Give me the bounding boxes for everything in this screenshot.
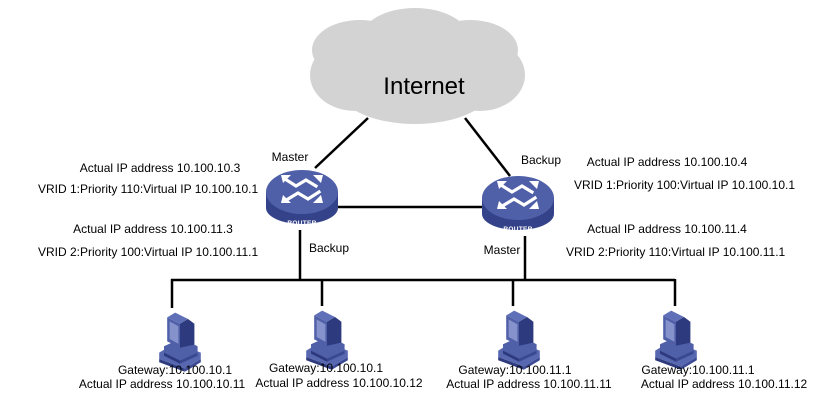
internet-cloud: Internet — [310, 8, 525, 124]
router-b-vrid1-info: VRID 1:Priority 100:Virtual IP 10.100.10… — [574, 178, 795, 192]
host-4[interactable]: Gateway:10.100.11.1 Actual IP address 10… — [641, 310, 808, 391]
host-3[interactable]: Gateway:10.100.11.1 Actual IP address 10… — [446, 310, 612, 391]
host-4-actual-ip: Actual IP address 10.100.11.12 — [641, 377, 808, 391]
router-a-lower-role: Backup — [309, 241, 349, 255]
internet-label: Internet — [383, 73, 465, 100]
router-b-upper-role: Backup — [521, 153, 561, 167]
host-1[interactable]: Gateway:10.100.10.1 Actual IP address 10… — [79, 312, 246, 391]
router-b[interactable]: ROUTER — [480, 174, 556, 233]
host-2-actual-ip: Actual IP address 10.100.10.12 — [255, 376, 423, 390]
host-3-gateway: Gateway:10.100.11.1 — [458, 363, 572, 377]
router-b-vrid1-actual-ip: Actual IP address 10.100.10.4 — [587, 155, 748, 169]
host-1-actual-ip: Actual IP address 10.100.10.11 — [79, 377, 246, 391]
router-b-labels: Backup Master Actual IP address 10.100.1… — [484, 153, 796, 259]
cloud-icon — [310, 8, 525, 124]
router-a-vrid1-actual-ip: Actual IP address 10.100.10.3 — [80, 161, 241, 175]
router-b-lower-role: Master — [484, 243, 521, 257]
router-a-upper-role: Master — [272, 150, 309, 164]
router-a-vrid2-info: VRID 2:Priority 100:Virtual IP 10.100.11… — [38, 245, 258, 259]
router-icon — [264, 168, 340, 226]
pc-icon — [655, 310, 697, 370]
links — [170, 117, 677, 308]
router-a-device-label: ROUTER — [287, 220, 316, 227]
router-b-device-label: ROUTER — [503, 226, 532, 233]
host-1-gateway: Gateway:10.100.10.1 — [118, 363, 232, 377]
host-3-actual-ip: Actual IP address 10.100.11.11 — [446, 377, 612, 391]
router-a-vrid1-info: VRID 1:Priority 110:Virtual IP 10.100.10… — [38, 182, 258, 196]
host-2[interactable]: Gateway:10.100.10.1 Actual IP address 10… — [255, 310, 423, 390]
link-internet-router-a — [314, 117, 369, 169]
host-2-gateway: Gateway:10.100.10.1 — [269, 361, 383, 375]
host-4-gateway: Gateway:10.100.11.1 — [641, 363, 755, 377]
router-a[interactable]: ROUTER — [264, 168, 340, 227]
router-b-vrid2-actual-ip: Actual IP address 10.100.11.4 — [587, 222, 747, 236]
router-a-vrid2-actual-ip: Actual IP address 10.100.11.3 — [73, 222, 233, 236]
router-a-labels: Master Backup Actual IP address 10.100.1… — [38, 150, 349, 259]
link-internet-router-b — [464, 117, 511, 177]
pc-icon — [498, 310, 540, 370]
router-icon — [480, 174, 556, 232]
router-b-vrid2-info: VRID 2:Priority 110:Virtual IP 10.100.11… — [566, 245, 786, 259]
